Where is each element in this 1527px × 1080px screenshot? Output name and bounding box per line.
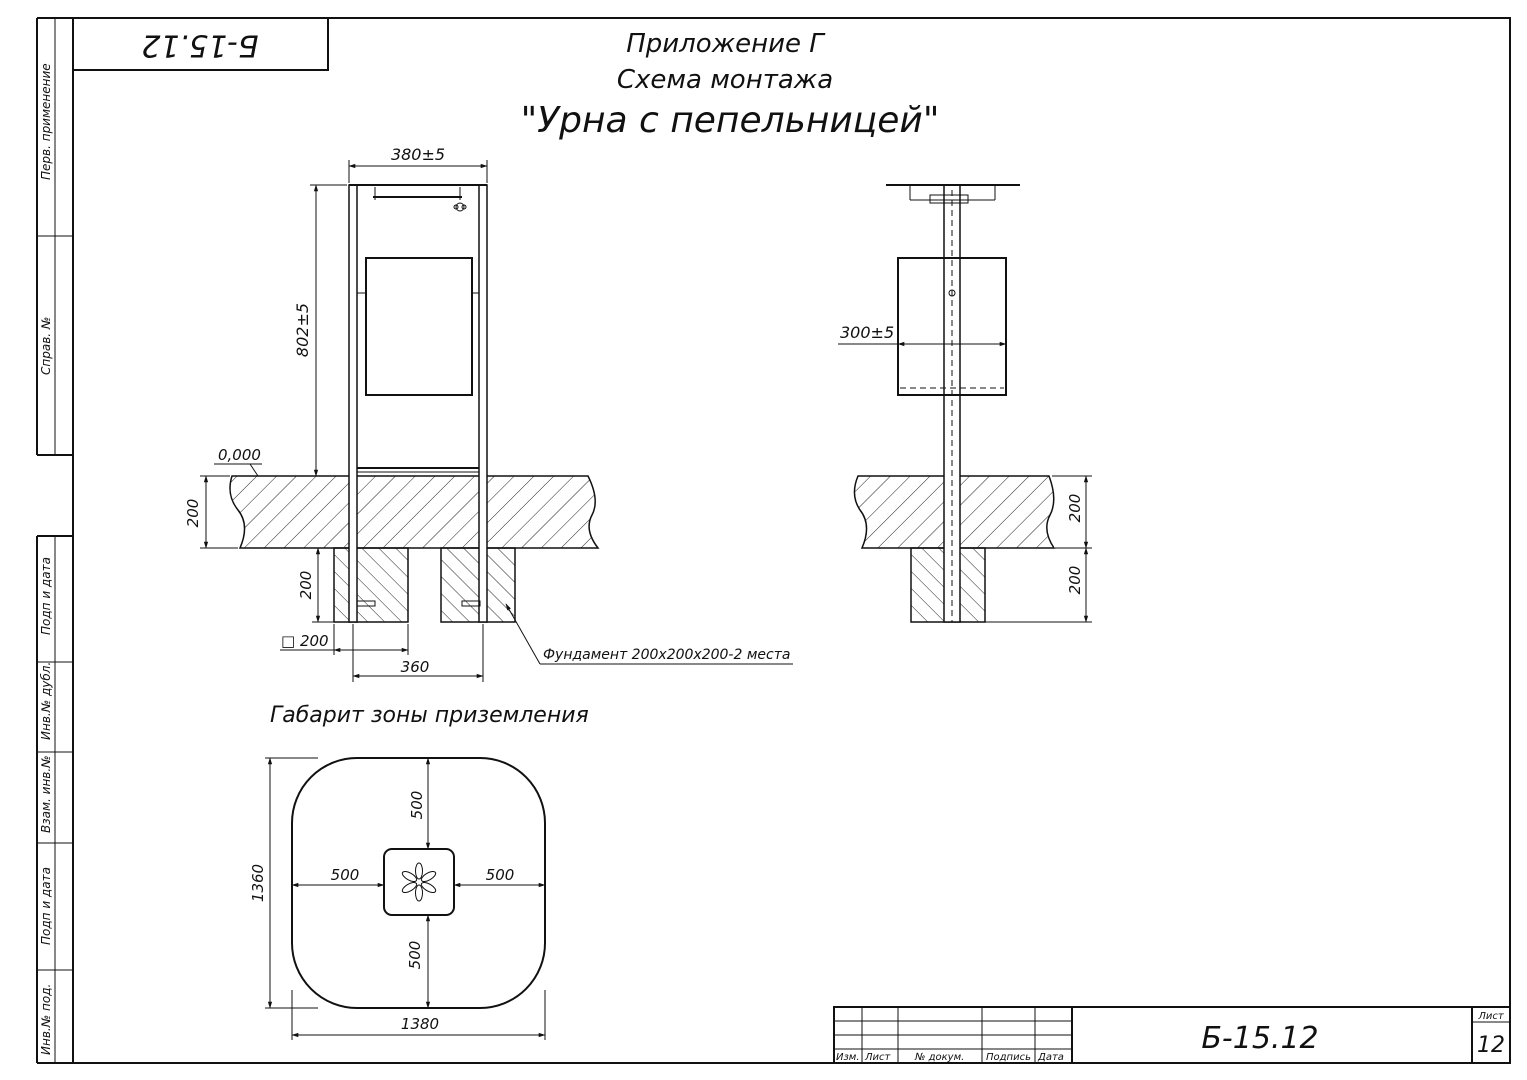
level-mark: 0,000 [218,446,261,464]
front-ground-hatch [229,475,600,549]
dim-front-width: 380±5 [391,145,445,164]
dim-front-foundation-depth: 200 [297,571,315,600]
corner-stamp-code: Б-15.12 [141,28,258,63]
side-bin-body [897,257,1007,396]
dim-side-foundation-depth: 200 [1066,566,1084,595]
dim-zone-left: 500 [331,866,360,884]
corner-stamp: Б-15.12 [72,17,329,71]
sheet-frame [36,17,1511,1064]
front-foundation-left [333,547,409,623]
dim-foundation-square: □ 200 [281,632,329,650]
side-label-dup-inv: Инв.№ дубл. [39,662,53,740]
dim-side-ground-depth: 200 [1066,494,1084,523]
dim-front-height: 802±5 [293,303,312,357]
side-label-reference: Справ. № [39,317,53,375]
title-block-col-sign: Подпись [986,1052,1031,1063]
side-view: 300±5 200 200 [838,184,1092,623]
front-foundation-right [440,547,516,623]
dim-post-spacing: 360 [401,658,430,676]
dim-zone-top: 500 [408,791,426,820]
dim-zone-width: 1380 [401,1015,439,1033]
title-block-sheet-label: Лист [1477,1011,1505,1022]
side-label-replace-inv: Взам. инв.№ [39,755,53,833]
dim-front-ground-depth: 200 [184,499,202,528]
title-block-col-date: Дата [1037,1052,1064,1063]
dim-zone-bottom: 500 [406,941,424,970]
side-label-first-use: Перв. применение [39,63,53,180]
drawing-title: Приложение Г Схема монтажа "Урна с пепел… [521,29,940,141]
title-scheme: Схема монтажа [617,65,833,95]
title-block-sheet-number: 12 [1477,1033,1505,1058]
dim-zone-right: 500 [486,866,515,884]
title-block-col-sheet: Лист [864,1052,892,1063]
landing-zone-center [383,848,455,916]
title-block: Изм. Лист № докум. Подпись Дата Б-15.12 … [833,1006,1511,1064]
side-label-sign-date-1: Подп и дата [39,557,53,635]
title-block-doc-code: Б-15.12 [1201,1021,1318,1056]
foundation-note: Фундамент 200х200х200-2 места [543,647,790,663]
title-block-col-doc: № докум. [914,1052,964,1063]
landing-zone-title: Габарит зоны приземления [270,703,589,728]
dim-zone-height: 1360 [249,864,267,902]
dim-side-bin-width: 300±5 [840,323,894,342]
title-block-col-change: Изм. [836,1052,860,1063]
landing-zone: Габарит зоны приземления 500 500 500 500… [249,703,589,1040]
ashtray-flower-icon [401,862,437,902]
side-label-orig-inv: Инв.№ под. [39,984,53,1055]
side-label-sign-date-2: Подп и дата [39,867,53,945]
side-frame-labels: Перв. применение Справ. № Подп и дата Ин… [39,63,53,1055]
title-appendix: Приложение Г [626,29,826,59]
front-bin-body [365,257,473,396]
title-product: "Урна с пепельницей" [521,100,940,141]
front-view: 380±5 802±5 0,000 200 200 □ 200 360 [184,145,793,682]
